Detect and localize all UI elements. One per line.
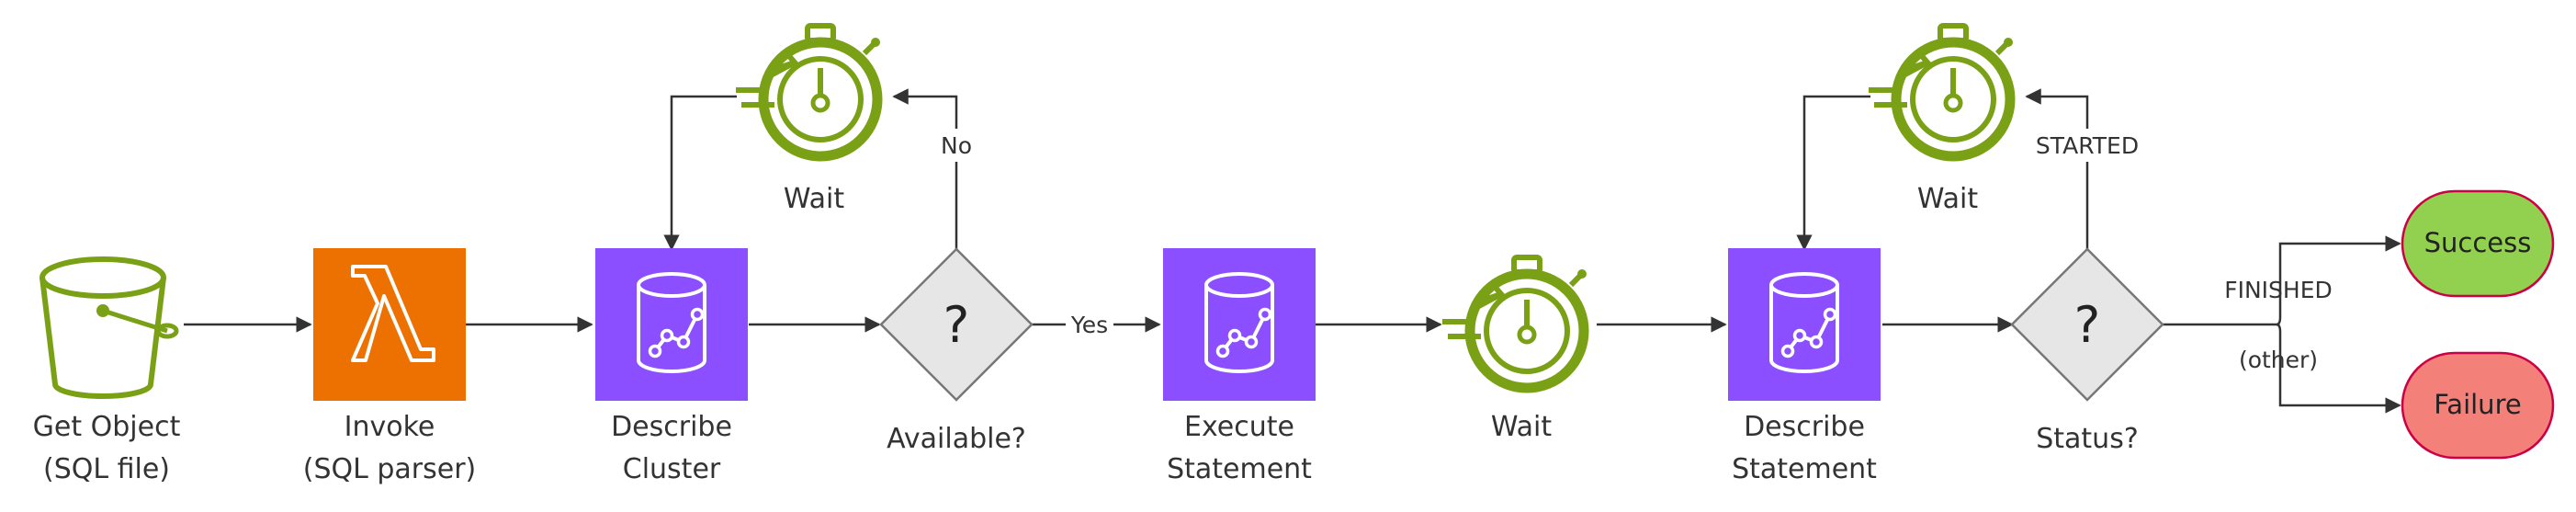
- edge-status-started-to-wait: [2025, 88, 2089, 249]
- edge-label-other: (other): [2239, 347, 2318, 373]
- edge-wait-to-describe-statement-loop: [1796, 95, 1870, 251]
- node-success: Success: [2401, 189, 2555, 298]
- edge-label-started: STARTED: [2036, 132, 2139, 159]
- node-wait-status: Wait: [1869, 26, 2013, 215]
- label-wait-statement: Wait: [1491, 411, 1552, 443]
- edge-wait-to-describe-cluster: [663, 95, 737, 251]
- edge-label-finished: FINISHED: [2224, 277, 2333, 303]
- branch-bracket-lower: [2276, 323, 2401, 414]
- node-describe-statement: Describe Statement: [1726, 246, 1882, 485]
- edge-label-yes: Yes: [1070, 312, 1108, 338]
- label-success: Success: [2424, 227, 2532, 258]
- decision-symbol-available: ?: [943, 296, 970, 354]
- redshift-icon: [1726, 246, 1882, 403]
- edge-label-no: No: [941, 132, 972, 159]
- stopwatch-icon: [1869, 26, 2013, 156]
- label-invoke-line2: (SQL parser): [303, 453, 477, 485]
- node-status-decision: ? Status?: [2010, 247, 2164, 455]
- stopwatch-icon: [1442, 257, 1587, 388]
- edge-labels: No Yes STARTED FINISHED (other): [935, 129, 2333, 373]
- label-execute-line1: Execute: [1184, 411, 1294, 443]
- label-available: Available?: [887, 423, 1026, 455]
- edge-available-no-to-wait: [892, 88, 958, 249]
- s3-bucket-icon: [40, 256, 179, 399]
- label-status: Status?: [2036, 423, 2139, 455]
- label-describe-cluster-line1: Describe: [611, 411, 732, 443]
- label-describe-statement-line2: Statement: [1732, 453, 1877, 485]
- node-invoke: Invoke (SQL parser): [303, 248, 477, 485]
- label-failure: Failure: [2434, 389, 2521, 420]
- label-get-object-line2: (SQL file): [43, 453, 170, 485]
- lambda-icon: [313, 248, 466, 401]
- stopwatch-icon: [736, 26, 880, 156]
- label-describe-statement-line1: Describe: [1744, 411, 1865, 443]
- redshift-icon: [593, 246, 750, 403]
- node-failure: Failure: [2401, 351, 2555, 460]
- label-invoke-line1: Invoke: [345, 411, 435, 443]
- node-execute-statement: Execute Statement: [1161, 246, 1317, 485]
- label-get-object-line1: Get Object: [33, 411, 181, 443]
- label-execute-line2: Statement: [1167, 453, 1312, 485]
- label-wait-status: Wait: [1917, 183, 1978, 215]
- node-get-object: Get Object (SQL file): [33, 256, 181, 485]
- node-available-decision: ? Available?: [879, 247, 1034, 455]
- label-wait-cluster: Wait: [784, 183, 844, 215]
- node-wait-cluster: Wait: [736, 26, 880, 215]
- node-describe-cluster: Describe Cluster: [593, 246, 750, 485]
- redshift-icon: [1161, 246, 1317, 403]
- label-describe-cluster-line2: Cluster: [623, 453, 721, 485]
- decision-symbol-status: ?: [2074, 296, 2101, 354]
- node-wait-statement: Wait: [1442, 257, 1587, 443]
